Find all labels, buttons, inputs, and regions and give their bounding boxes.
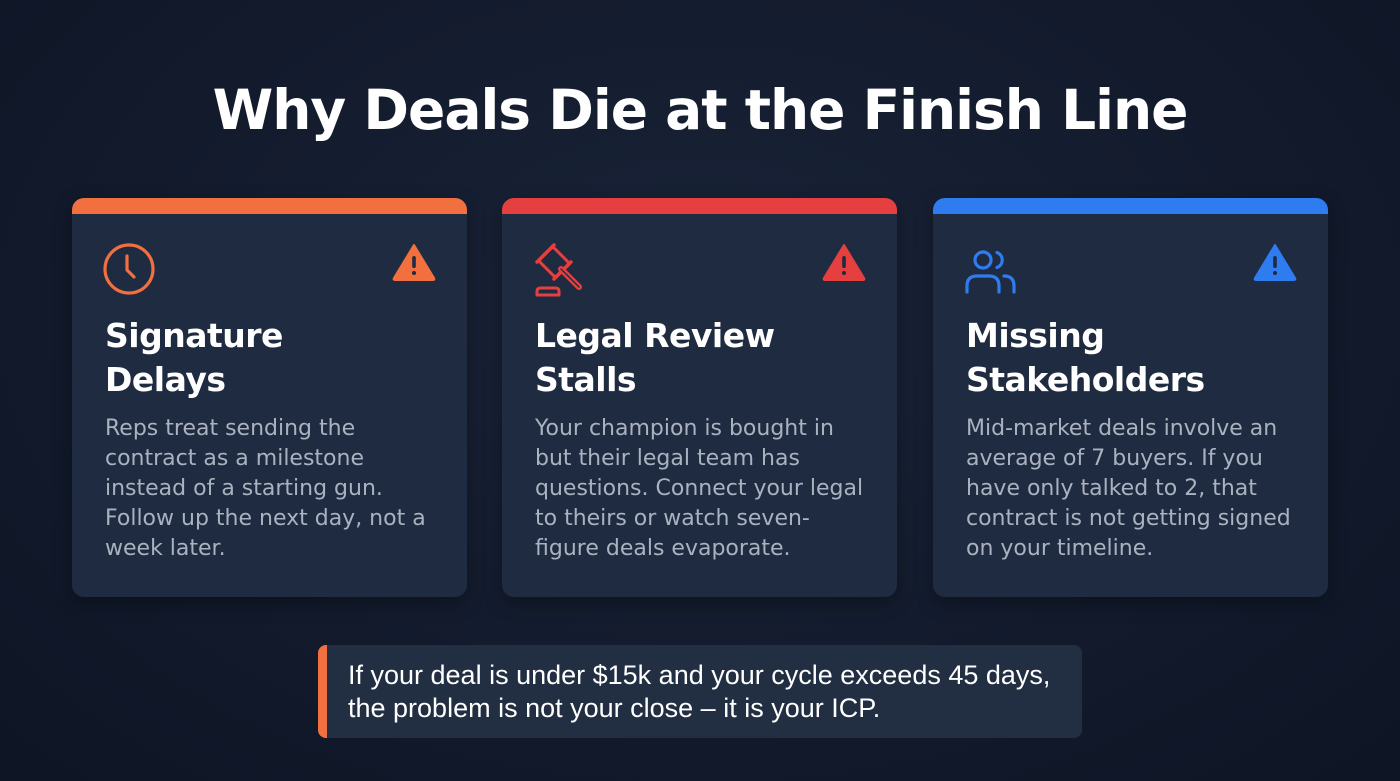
- callout-accent-bar: [318, 645, 327, 738]
- card-body: Reps treat sending the contract as a mil…: [105, 416, 426, 561]
- page-title: Why Deals Die at the Finish Line: [212, 78, 1189, 142]
- card-body: Your champion is bought in but their leg…: [535, 416, 864, 561]
- callout-box: If your deal is under $15k and your cycl…: [318, 645, 1082, 738]
- warning-triangle-icon: [392, 244, 436, 281]
- gavel-icon: [535, 243, 582, 297]
- warning-triangle-icon: [1253, 244, 1297, 281]
- callout-text: If your deal is under $15k and your cycl…: [348, 660, 1051, 723]
- card-accent-bar: [933, 198, 1328, 214]
- card-accent-bar: [502, 198, 897, 214]
- card-accent-bar: [72, 198, 467, 214]
- warning-triangle-icon: [822, 244, 866, 281]
- card-body: Mid-market deals involve an average of 7…: [966, 416, 1291, 561]
- users-icon: [965, 250, 1016, 294]
- clock-icon: [103, 243, 155, 295]
